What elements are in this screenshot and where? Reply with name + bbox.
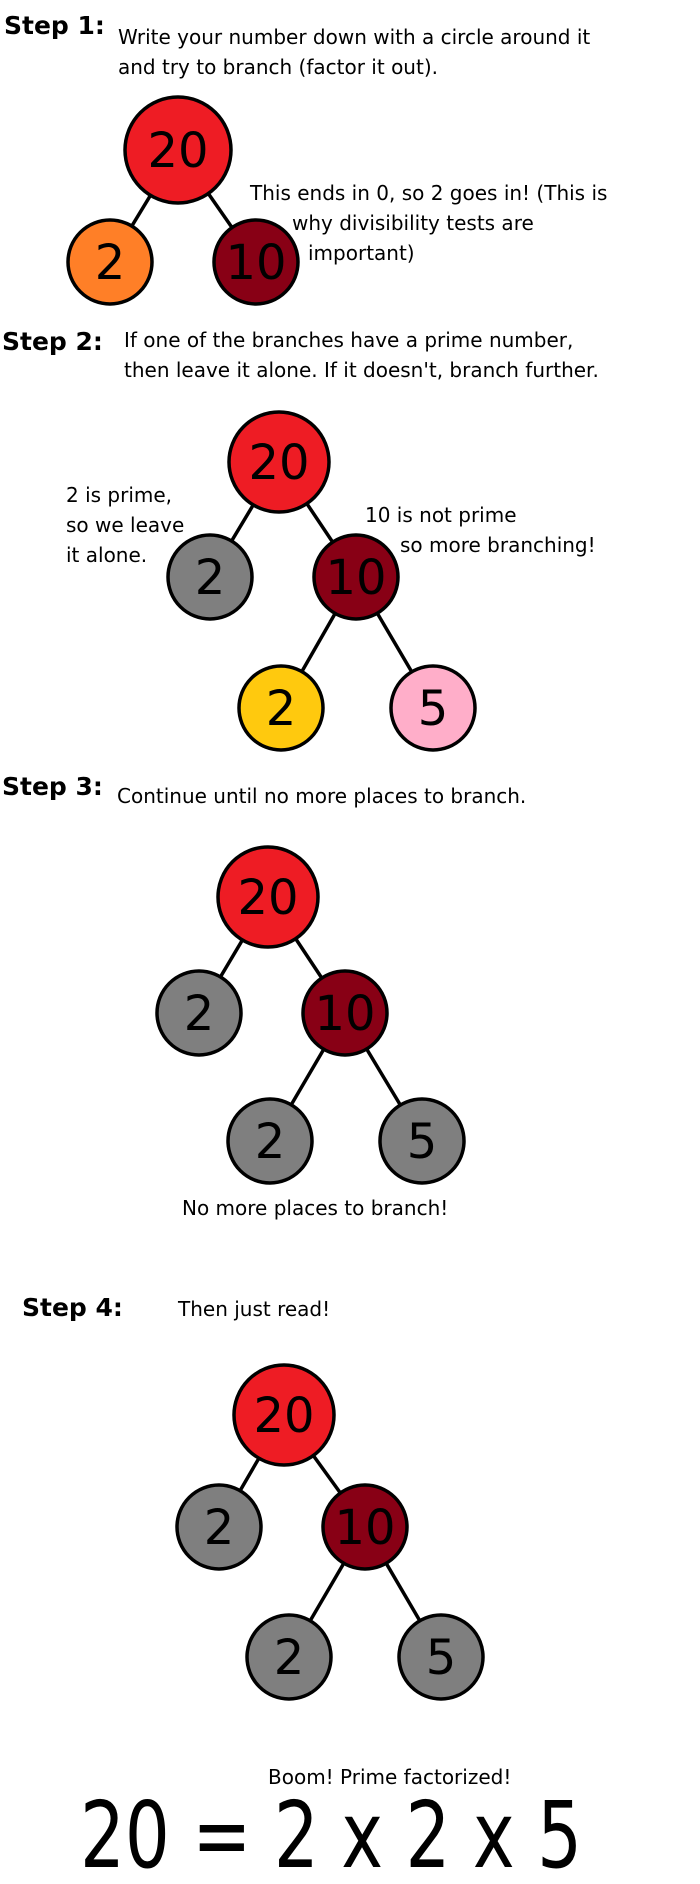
tree-node-left: 2 xyxy=(155,969,243,1057)
node-value: 5 xyxy=(418,681,449,737)
node-value: 20 xyxy=(253,1388,314,1444)
step-label: Step 2: xyxy=(2,327,103,356)
node-value: 20 xyxy=(147,123,208,179)
node-value: 5 xyxy=(426,1630,457,1686)
tree-node-left: 2 xyxy=(166,533,254,621)
step-label: Step 1: xyxy=(4,11,105,40)
step-3-panel: Step 3: Continue until no more places to … xyxy=(2,772,526,1220)
node-value: 2 xyxy=(255,1114,286,1170)
node-circle xyxy=(212,218,300,306)
tree-node-right-right: 5 xyxy=(378,1097,466,1185)
step-2-panel: Step 2: If one of the branches have a pri… xyxy=(2,327,599,752)
tree-node-left: 2 xyxy=(175,1483,263,1571)
step-instruction-line: Then just read! xyxy=(177,1297,330,1321)
step-instruction-line: then leave it alone. If it doesn't, bran… xyxy=(124,358,599,382)
node-circle xyxy=(237,664,325,752)
tree-node-root: 20 xyxy=(232,1363,336,1467)
tree-node-right: 10 xyxy=(301,969,389,1057)
node-value: 10 xyxy=(325,550,386,606)
node-value: 20 xyxy=(248,435,309,491)
node-circle xyxy=(301,969,389,1057)
node-value: 2 xyxy=(204,1500,235,1556)
node-circle xyxy=(397,1613,485,1701)
tree-node-right-left: 2 xyxy=(237,664,325,752)
node-circle xyxy=(321,1483,409,1571)
tree-node-root: 20 xyxy=(216,845,320,949)
node-value: 10 xyxy=(314,986,375,1042)
note-ten-not-prime-line: 10 is not prime xyxy=(365,503,517,527)
step-1-panel: Step 1: Write your number down with a cir… xyxy=(4,11,607,306)
step-instruction-line: Continue until no more places to branch. xyxy=(117,784,526,808)
node-value: 5 xyxy=(407,1114,438,1170)
node-circle xyxy=(166,533,254,621)
tree-node-root: 20 xyxy=(227,410,331,514)
note-two-prime-line: so we leave xyxy=(66,513,184,537)
node-circle xyxy=(123,95,233,205)
node-value: 2 xyxy=(274,1630,305,1686)
node-value: 10 xyxy=(225,235,286,291)
node-value: 2 xyxy=(195,550,226,606)
note-ten-not-prime-line: so more branching! xyxy=(400,533,596,557)
step-label: Step 4: xyxy=(22,1293,123,1322)
node-value: 2 xyxy=(184,986,215,1042)
node-circle xyxy=(378,1097,466,1185)
node-value: 2 xyxy=(266,681,297,737)
node-circle xyxy=(175,1483,263,1571)
step-instruction-line: and try to branch (factor it out). xyxy=(118,55,438,79)
node-value: 20 xyxy=(237,870,298,926)
tree-node-left: 2 xyxy=(66,218,154,306)
note-ends-in-zero-line: why divisibility tests are xyxy=(292,211,534,235)
tree-node-right-left: 2 xyxy=(226,1097,314,1185)
step-instruction-line: If one of the branches have a prime numb… xyxy=(124,328,573,352)
note-boom-line: Boom! Prime factorized! xyxy=(268,1765,511,1789)
note-ends-in-zero-line: important) xyxy=(308,241,415,265)
node-circle xyxy=(155,969,243,1057)
node-circle xyxy=(389,664,477,752)
result-equation: 20 = 2 x 2 x 5 xyxy=(80,1782,582,1884)
note-no-more-line: No more places to branch! xyxy=(182,1196,448,1220)
node-value: 2 xyxy=(95,235,126,291)
tree-node-right: 10 xyxy=(212,218,300,306)
tree-node-right: 10 xyxy=(312,533,400,621)
node-circle xyxy=(312,533,400,621)
node-circle xyxy=(227,410,331,514)
node-value: 10 xyxy=(334,1500,395,1556)
node-circle xyxy=(245,1613,333,1701)
tree-node-right-left: 2 xyxy=(245,1613,333,1701)
tree-node-right-right: 5 xyxy=(397,1613,485,1701)
node-circle xyxy=(66,218,154,306)
tree-node-right-right: 5 xyxy=(389,664,477,752)
note-two-prime-line: 2 is prime, xyxy=(66,483,172,507)
node-circle xyxy=(216,845,320,949)
tree-node-root: 20 xyxy=(123,95,233,205)
note-ends-in-zero-line: This ends in 0, so 2 goes in! (This is xyxy=(249,181,607,205)
tree-node-right: 10 xyxy=(321,1483,409,1571)
step-label: Step 3: xyxy=(2,772,103,801)
node-circle xyxy=(232,1363,336,1467)
note-two-prime-line: it alone. xyxy=(66,543,147,567)
node-circle xyxy=(226,1097,314,1185)
step-instruction-line: Write your number down with a circle aro… xyxy=(118,25,590,49)
